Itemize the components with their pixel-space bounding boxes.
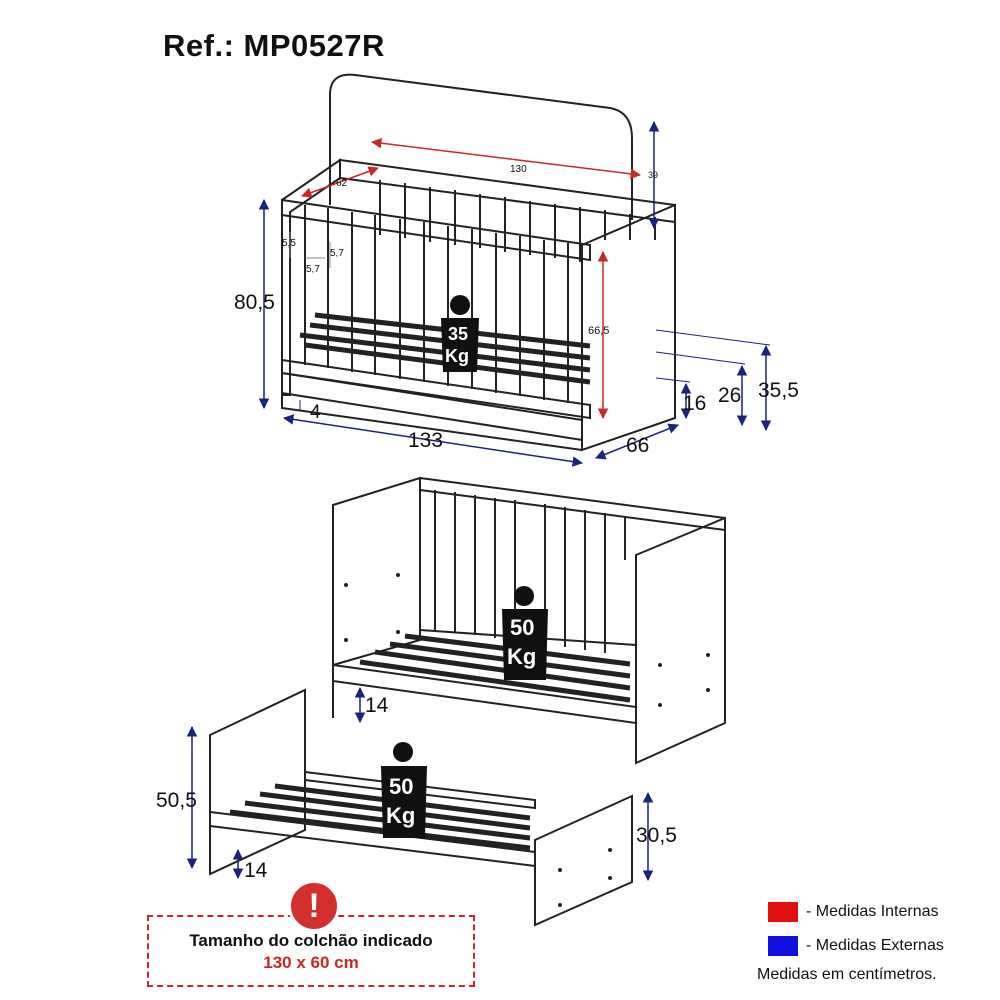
- dim-5-7-b: 5,7: [306, 264, 320, 275]
- bed-dim-14: 14: [244, 859, 268, 882]
- bed-weight-unit: Kg: [386, 803, 415, 828]
- dim-5-5: 5,5: [282, 238, 296, 249]
- bed-external-dims: [186, 725, 654, 882]
- bed-dim-50-5: 50,5: [156, 789, 197, 812]
- red-swatch-icon: [768, 902, 798, 922]
- bed-dim-30-5: 30,5: [636, 824, 677, 847]
- bed-weight: [381, 742, 427, 838]
- minibed-slats: [434, 490, 626, 653]
- minibed-holes: [344, 573, 710, 707]
- notice-line-2: 130 x 60 cm: [263, 953, 359, 972]
- blue-swatch-icon: [768, 936, 798, 956]
- crib-external-dims: [258, 120, 772, 467]
- minibed-weight-unit: Kg: [507, 644, 536, 669]
- crib-drawing: [281, 73, 676, 452]
- legend-external-label: - Medidas Externas: [806, 937, 944, 954]
- crib-slats: [304, 180, 656, 403]
- dim-130: 130: [510, 164, 527, 175]
- minibed-weight: [502, 586, 548, 680]
- dim-26: 26: [718, 384, 741, 407]
- dim-5-7-a: 5,7: [330, 248, 344, 259]
- dim-133: 133: [408, 429, 443, 452]
- crib-weight-unit: Kg: [445, 346, 469, 366]
- crib-weight: [441, 295, 479, 372]
- minibed-drawing: [332, 476, 726, 765]
- dim-66: 66: [626, 434, 649, 457]
- units-note: Medidas em centímetros.: [757, 966, 937, 983]
- reference-code: Ref.: MP0527R: [163, 28, 385, 63]
- bed-holes: [558, 848, 612, 907]
- legend-internal-label: - Medidas Internas: [806, 903, 939, 920]
- crib-internal-dims: [301, 137, 642, 420]
- dim-66-5: 66,5: [588, 325, 609, 337]
- minibed-mattress-slats: [359, 633, 631, 703]
- legend-internal: - Medidas Internas: [768, 901, 939, 923]
- dim-80-5: 80,5: [234, 291, 275, 314]
- crib-weight-value: 35: [448, 324, 468, 344]
- notice-line-1: Tamanho do colchão indicado: [189, 931, 433, 950]
- bed-mattress-slats: [229, 783, 531, 851]
- dim-4: 4: [310, 402, 321, 423]
- minibed-dim-14: 14: [365, 694, 389, 717]
- minibed-weight-value: 50: [510, 615, 534, 640]
- dim-35-5: 35,5: [758, 379, 799, 402]
- crib-rail-dims: [289, 232, 331, 268]
- dim-62: 62: [336, 178, 348, 189]
- dim-16: 16: [683, 392, 706, 415]
- warning-icon: !: [288, 880, 340, 932]
- bed-weight-value: 50: [389, 774, 413, 799]
- legend-external: - Medidas Externas: [768, 935, 944, 957]
- dim-39: 39: [648, 170, 658, 180]
